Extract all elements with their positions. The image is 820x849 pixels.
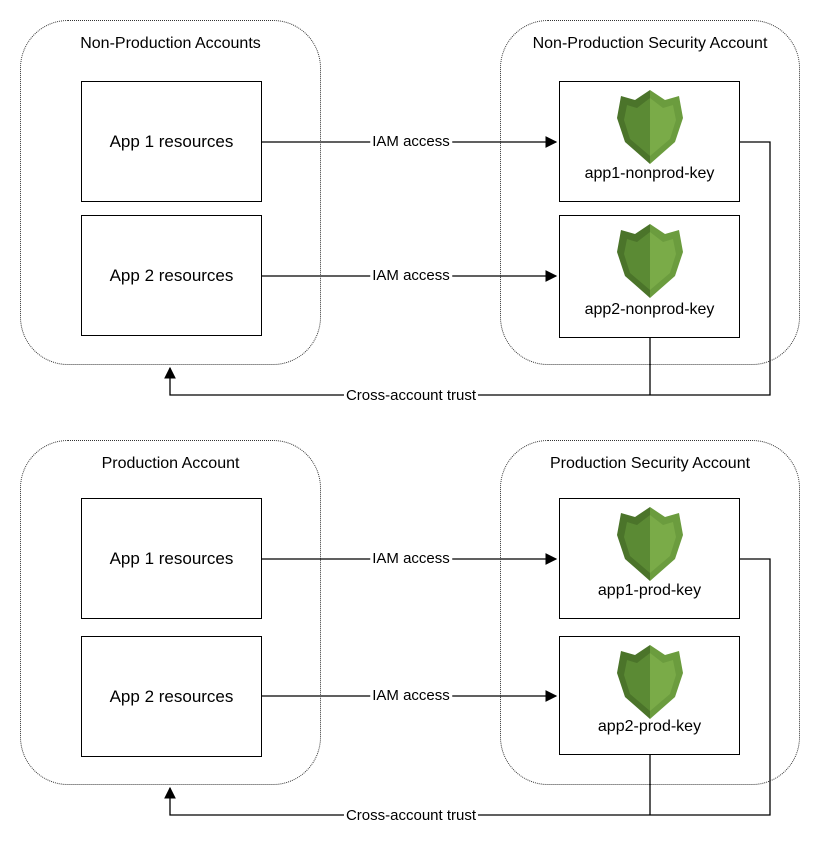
box-label: App 1 resources	[109, 131, 234, 151]
app1-prod-key-box: app1-prod-key	[559, 498, 740, 619]
kms-shield-icon	[616, 507, 683, 581]
bottom-app2-resources-box: App 2 resources	[81, 636, 262, 757]
app1-nonprod-key-box: app1-nonprod-key	[559, 81, 740, 202]
top-iam-access-label-2: IAM access	[370, 267, 452, 285]
app2-prod-key-box: app2-prod-key	[559, 636, 740, 755]
kms-shield-icon	[616, 90, 683, 164]
top-app1-resources-box: App 1 resources	[81, 81, 262, 202]
app2-nonprod-key-box: app2-nonprod-key	[559, 215, 740, 338]
top-cross-account-trust-label: Cross-account trust	[343, 387, 479, 405]
kms-shield-icon	[616, 645, 683, 719]
box-label: App 2 resources	[109, 265, 234, 285]
production-security-account-group: Production Security Account	[500, 440, 800, 785]
non-production-security-account-group: Non-Production Security Account	[500, 20, 800, 365]
top-iam-access-label-1: IAM access	[370, 133, 452, 151]
group-title: Non-Production Accounts	[80, 35, 261, 52]
kms-shield-icon	[616, 224, 683, 298]
box-label: App 1 resources	[109, 548, 234, 568]
bottom-iam-access-label-1: IAM access	[370, 550, 452, 568]
group-title: Production Account	[101, 455, 240, 472]
production-account-group: Production Account	[20, 440, 321, 785]
top-app2-resources-box: App 2 resources	[81, 215, 262, 336]
key-label: app1-nonprod-key	[584, 165, 715, 182]
group-title: Non-Production Security Account	[532, 35, 768, 52]
bottom-iam-access-label-2: IAM access	[370, 687, 452, 705]
key-label: app2-prod-key	[597, 718, 702, 735]
non-production-accounts-group: Non-Production Accounts	[20, 20, 321, 365]
box-label: App 2 resources	[109, 686, 234, 706]
top-trust-edge	[164, 141, 771, 396]
group-title: Production Security Account	[549, 455, 751, 472]
bottom-app1-resources-box: App 1 resources	[81, 498, 262, 619]
bottom-trust-edge	[164, 558, 771, 816]
key-label: app2-nonprod-key	[584, 301, 715, 318]
bottom-cross-account-trust-label: Cross-account trust	[343, 807, 479, 825]
key-label: app1-prod-key	[597, 582, 702, 599]
